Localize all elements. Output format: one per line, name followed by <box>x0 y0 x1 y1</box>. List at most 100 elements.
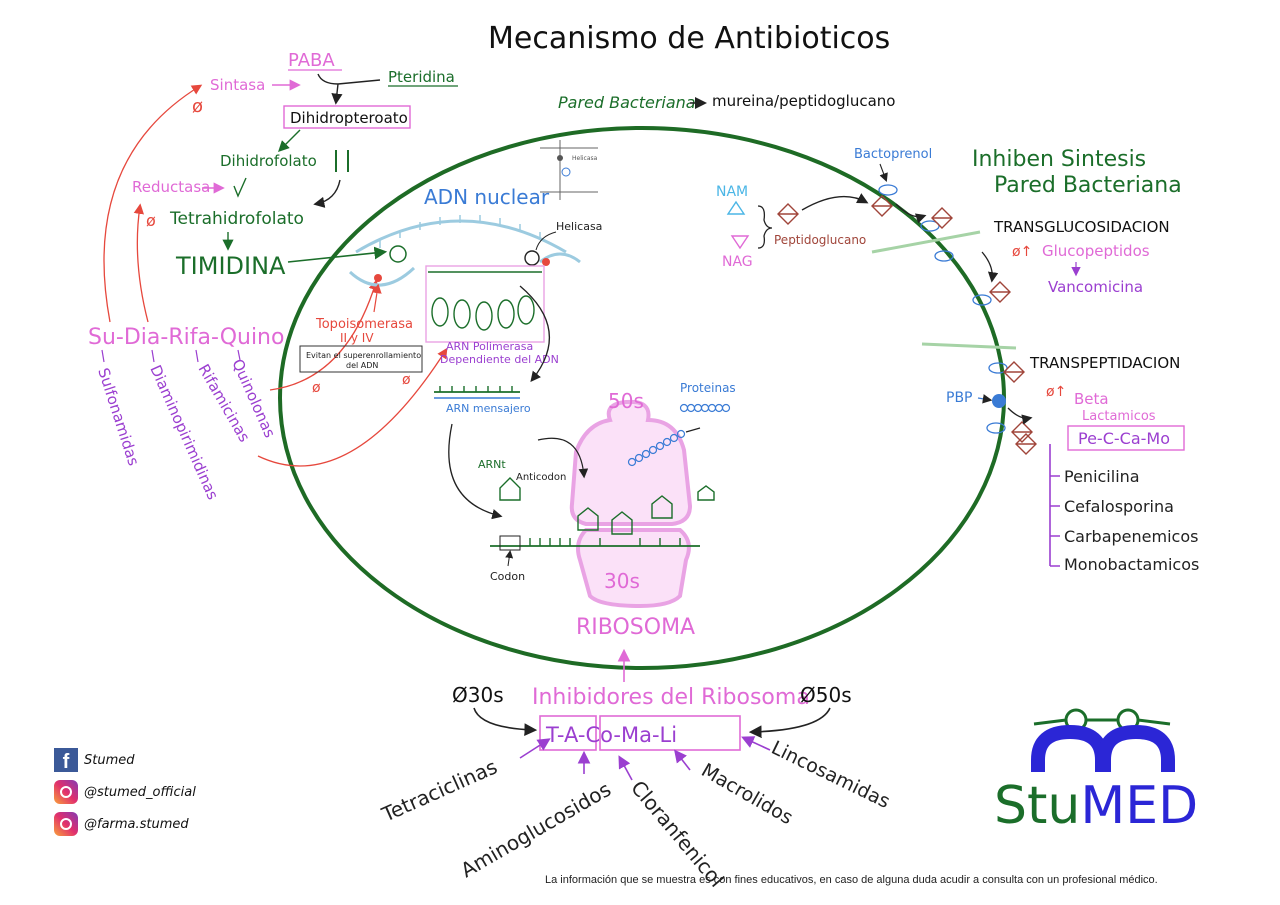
phi30-label: Ø30s <box>452 683 504 707</box>
bactoprenol-carrier-4 <box>972 294 992 306</box>
facebook-handle-text: Stumed <box>84 752 135 768</box>
helicase-site <box>542 258 550 266</box>
ribosome-30s-shape <box>576 528 691 609</box>
reductasa-label: Reductasa <box>132 178 210 196</box>
instagram-handle-2-text: @farma.stumed <box>84 816 189 832</box>
lactamicos-label: Lactamicos <box>1082 409 1156 424</box>
cloran-arrow <box>618 755 633 781</box>
pbp-label: PBP <box>946 390 973 406</box>
instagram-handle-1[interactable]: @stumed_official <box>54 780 196 804</box>
proteinas-label: Proteinas <box>680 381 736 395</box>
codon-label: Codon <box>490 570 525 583</box>
wall-composition-label: mureina/peptidoglucano <box>712 92 895 110</box>
ta-box <box>539 715 597 751</box>
topo-note-line-1: Evitan el superenrollamiento <box>306 351 421 360</box>
tetraciclinas-label: Tetraciclinas <box>377 754 500 827</box>
paba-label: PABA <box>288 50 335 71</box>
facebook-icon: f <box>54 748 78 772</box>
fork-helicasa-label: Helicasa <box>572 155 598 162</box>
dihidropteroato-box <box>283 105 411 129</box>
beta-label: Beta <box>1074 390 1109 408</box>
arn-mensajero-label: ARN mensajero <box>446 402 531 415</box>
ribosome-mnemonic: T-A-Co-Ma-Li <box>545 723 677 747</box>
instagram-handle-2[interactable]: @farma.stumed <box>54 812 189 836</box>
pbp-enzyme <box>992 394 1006 408</box>
dihidrofolato-label: Dihidrofolato <box>220 152 317 170</box>
dihidropteroato-label: Dihidropteroato <box>290 109 408 127</box>
dna-strand-ticks <box>379 215 541 248</box>
stumed-logo-text: StuMED <box>994 780 1198 832</box>
rifa-inhibit-arc <box>257 347 448 467</box>
transglucosidation-arrow-1 <box>895 203 927 224</box>
topo-note-box <box>299 345 423 373</box>
reductasa-join-arrow <box>313 179 341 208</box>
instagram-handle-1-text: @stumed_official <box>84 784 196 800</box>
vancomicina-label: Vancomicina <box>1048 278 1143 296</box>
nam-label: NAM <box>716 184 748 200</box>
instagram-icon <box>54 780 78 804</box>
arn-pol-label-2: Dependiente del ADN <box>440 353 559 366</box>
drug-carbapenemicos: Carbapenemicos <box>1064 527 1198 546</box>
pteridina-label: Pteridina <box>388 68 455 86</box>
membrane-segment-2 <box>921 342 1017 350</box>
quino-inhibit-arc <box>269 279 379 391</box>
lincosamidas-label: Lincosamidas <box>768 737 894 813</box>
nam-triangle <box>726 200 746 215</box>
aminoglucosidos-label: Aminoglucosidos <box>457 777 615 882</box>
bactoprenol-label: Bactoprenol <box>854 147 932 162</box>
beta-drug-tree <box>1049 444 1060 567</box>
stumed-logo-emblem <box>1031 708 1175 772</box>
facebook-handle[interactable]: f Stumed <box>54 748 135 772</box>
ribosome-mrna-bases <box>529 538 681 546</box>
phi50-label: Ø50s <box>800 683 852 707</box>
topoisomerasa-label: Topoisomerasa <box>315 317 413 332</box>
sintasa-inhibit-symbol: ø <box>192 96 203 117</box>
macrolidos-label: Macrolidos <box>698 759 797 829</box>
bactoprenol-carrier-1 <box>878 184 898 196</box>
cell-wall-header-2: Pared Bacteriana <box>994 173 1182 198</box>
polymerase-to-mrna-arrow <box>519 285 551 383</box>
page-title: Mecanismo de Antibioticos <box>488 21 890 56</box>
bactoprenol-carrier-2 <box>920 220 940 232</box>
beta-mnemonic: Pe-C-Ca-Mo <box>1078 429 1170 448</box>
cell-wall-label: Pared Bacteriana <box>558 93 696 112</box>
bactoprenol-carrier-6 <box>986 422 1006 434</box>
dna-strand-bottom <box>348 266 416 287</box>
timidina-to-dna-arrow <box>287 246 388 263</box>
bactoprenol-carrier-3 <box>934 250 954 262</box>
drug-monobactamicos: Monobactamicos <box>1064 555 1199 574</box>
peptidoglucano-label: Peptidoglucano <box>774 233 866 247</box>
drug-cefalosporina: Cefalosporina <box>1064 497 1174 516</box>
bactoprenol-carrier-5 <box>988 362 1008 374</box>
protein-chain <box>627 403 731 467</box>
peptidoglycan-units <box>871 195 1037 455</box>
thymidine-node <box>389 245 407 263</box>
phi30-arrow <box>473 707 538 737</box>
codon-box <box>499 535 521 551</box>
ribosome-inhibitors-title: Inhibidores del Ribosoma <box>532 685 810 710</box>
left-mnemonic-arrows <box>101 349 241 363</box>
sulfonamidas-label: Sulfonamidas <box>94 366 143 468</box>
helicasa-pointer <box>535 231 557 251</box>
transglucosidacion-label: TRANSGLUCOSIDACION <box>993 218 1170 236</box>
left-mnemonic: Su-Dia-Rifa-Quino <box>88 325 284 350</box>
ribosoma-label: RIBOSOMA <box>576 615 695 640</box>
linco-arrow <box>741 736 771 751</box>
pbp-arrow <box>977 394 993 404</box>
nam-nag-brace <box>757 205 773 249</box>
timidina-label: TIMIDINA <box>175 252 286 280</box>
beta-mnemonic-box <box>1067 425 1185 451</box>
logo-med: MED <box>1080 776 1199 836</box>
codon-pointer <box>505 550 514 567</box>
glucopeptidos-label: Glucopeptidos <box>1042 242 1150 260</box>
pbp-to-crosslink-arrow <box>1007 407 1033 425</box>
phi50-arrow <box>748 707 831 739</box>
glucopeptidos-prefix: ø↑ <box>1012 244 1032 260</box>
ribosome-30s-label: 30s <box>604 569 640 593</box>
peptidoglucano-diamond <box>777 203 799 225</box>
disclaimer-text: La información que se muestra es con fin… <box>545 874 1158 886</box>
dna-strand-top <box>355 219 567 254</box>
topo-types-label: II y IV <box>340 331 374 345</box>
tetrahidrofolato-label: Tetrahidrofolato <box>169 209 304 229</box>
macro-arrow <box>674 749 691 771</box>
